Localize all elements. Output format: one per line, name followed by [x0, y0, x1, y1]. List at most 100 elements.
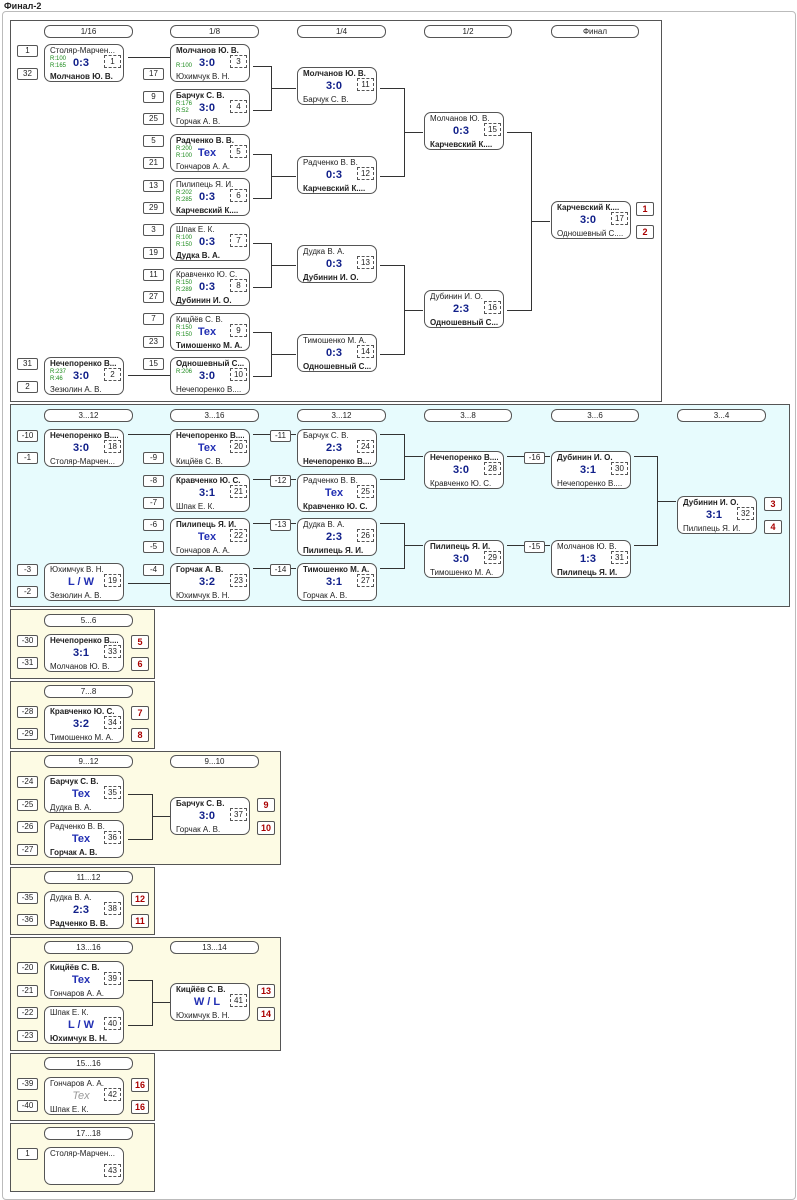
player-1: Молчанов Ю. В.	[303, 69, 366, 78]
match-card[interactable]: Кравченко Ю. С. 3:2 34 Тимошенко М. А.	[44, 705, 124, 743]
match-number: 15	[484, 123, 501, 136]
place-badge: 11	[131, 914, 149, 928]
player-2: Горчак А. В.	[176, 825, 221, 834]
match-card[interactable]: Кравченко Ю. С. R:150 R:289 0:3 8 Дубини…	[170, 268, 250, 306]
rating-1: R:237	[50, 369, 67, 375]
match-number: 39	[104, 972, 121, 985]
match-card[interactable]: Дудка В. А. 2:3 26 Пилипець Я. И.	[297, 518, 377, 556]
player-2: Гончаров А. А.	[176, 162, 230, 171]
match-card[interactable]: Нечепоренко В.... Tex 20 Кицйёв С. В.	[170, 429, 250, 467]
match-card[interactable]: Пилипець Я. И. 3:0 29 Тимошенко М. А.	[424, 540, 504, 578]
seed-box: -40	[17, 1100, 38, 1112]
match-score: 3:0	[453, 553, 469, 565]
match-card[interactable]: Одношевный С.... R:206 3:0 10 Нечепоренк…	[170, 357, 250, 395]
seed-box: -16	[524, 452, 545, 464]
rating-2: R:52	[176, 108, 189, 114]
match-card[interactable]: Барчук С. В. 2:3 24 Нечепоренко В....	[297, 429, 377, 467]
match-number: 25	[357, 485, 374, 498]
player-2: Юхимчук В. Н.	[50, 1034, 108, 1043]
seed-box: -2	[17, 586, 38, 598]
match-number: 23	[230, 574, 247, 587]
player-1: Кицйёв С. В.	[50, 963, 100, 972]
match-card[interactable]: Молчанов Ю. В. 1:3 31 Пилипець Я. И.	[551, 540, 631, 578]
seed-box: 23	[143, 336, 164, 348]
player-2: Карчевский К....	[430, 140, 493, 149]
match-card[interactable]: Радченко В. В. R:200 R:100 Tex 5 Гончаро…	[170, 134, 250, 172]
match-card[interactable]: Кравченко Ю. С. 3:1 21 Шпак Е. К.	[170, 474, 250, 512]
match-card[interactable]: Нечепоренко В.... 3:1 33 Молчанов Ю. В.	[44, 634, 124, 672]
seed-box: -13	[270, 519, 291, 531]
match-card[interactable]: Кицйёв С. В. Tex 39 Гончаров А. А.	[44, 961, 124, 999]
player-2: Дубинин И. О.	[176, 296, 232, 305]
match-card[interactable]: Гончаров А. А. Tex 42 Шпак Е. К.	[44, 1077, 124, 1115]
player-1: Кравченко Ю. С.	[50, 707, 115, 716]
match-card[interactable]: Барчук С. В. Tex 35 Дудка В. А.	[44, 775, 124, 813]
match-card[interactable]: Тимошенко М. А. 3:1 27 Горчак А. В.	[297, 563, 377, 601]
match-card[interactable]: Радченко В. В. 0:3 12 Карчевский К....	[297, 156, 377, 194]
seed-box: -30	[17, 635, 38, 647]
place-badge: 10	[257, 821, 275, 835]
player-1: Барчук С. В.	[176, 799, 225, 808]
place-badge: 5	[131, 635, 149, 649]
match-number: 28	[484, 462, 501, 475]
match-score: 0:3	[326, 169, 342, 181]
match-card[interactable]: Радченко В. В. Tex 36 Горчак А. В.	[44, 820, 124, 858]
player-2: Гончаров А. А.	[176, 546, 230, 555]
match-card[interactable]: Барчук С. В. R:176 R:52 3:0 4 Горчак А. …	[170, 89, 250, 127]
match-card[interactable]: Юхимчук В. Н. L / W 19 Зезюлин А. В.	[44, 563, 124, 601]
match-number: 26	[357, 529, 374, 542]
match-card[interactable]: Столяр-Марчен... 43	[44, 1147, 124, 1185]
seed-box: 32	[17, 68, 38, 80]
match-card[interactable]: Дубинин И. О. 3:1 30 Нечепоренко В....	[551, 451, 631, 489]
match-card[interactable]: Пилипець Я. И. R:202 R:285 0:3 6 Карчевс…	[170, 178, 250, 216]
match-card[interactable]: Молчанов Ю. В. 0:3 15 Карчевский К....	[424, 112, 504, 150]
seed-box: -15	[524, 541, 545, 553]
match-score: W / L	[193, 996, 221, 1008]
match-card[interactable]: Пилипець Я. И. Tex 22 Гончаров А. А.	[170, 518, 250, 556]
match-card[interactable]: Радченко В. В. Tex 25 Кравченко Ю. С.	[297, 474, 377, 512]
player-1: Барчук С. В.	[303, 431, 349, 440]
seed-box: -6	[143, 519, 164, 531]
place-badge: 12	[131, 892, 149, 906]
player-2: Одношевный С....	[430, 318, 498, 327]
match-card[interactable]: Шпак Е. К. R:100 R:150 0:3 7 Дудка В. А.	[170, 223, 250, 261]
match-number: 41	[230, 994, 247, 1007]
match-card[interactable]: Дудка В. А. 0:3 13 Дубинин И. О.	[297, 245, 377, 283]
match-number: 9	[230, 324, 247, 337]
match-number: 2	[104, 368, 121, 381]
round-header: 1/4	[297, 25, 386, 38]
match-number: 16	[484, 301, 501, 314]
match-score: Tex	[197, 326, 217, 338]
match-card[interactable]: Шпак Е. К. L / W 40 Юхимчук В. Н.	[44, 1006, 124, 1044]
match-card[interactable]: Дудка В. А. 2:3 38 Радченко В. В.	[44, 891, 124, 929]
match-card[interactable]: Столяр-Марчен... R:100 R:165 0:3 1 Молча…	[44, 44, 124, 82]
match-score: 3:0	[199, 810, 215, 822]
match-card[interactable]: Кицйёв С. В. W / L 41 Юхимчук В. Н.	[170, 983, 250, 1021]
match-card[interactable]: Тимошенко М. А. 0:3 14 Одношевный С....	[297, 334, 377, 372]
match-score: 3:0	[199, 57, 215, 69]
match-number: 7	[230, 234, 247, 247]
seed-box: 3	[143, 224, 164, 236]
match-card[interactable]: Карчевский К.... 3:0 17 Одношевный С....	[551, 201, 631, 239]
match-card[interactable]: Нечепоренко В... R:237 R:46 3:0 2 Зезюли…	[44, 357, 124, 395]
match-card[interactable]: Дубинин И. О. 3:1 32 Пилипець Я. И.	[677, 496, 757, 534]
seed-box: -20	[17, 962, 38, 974]
rating-1: R:206	[176, 369, 193, 375]
match-number: 30	[611, 462, 628, 475]
player-1: Тимошенко М. А.	[303, 565, 370, 574]
player-1: Нечепоренко В....	[50, 431, 118, 440]
match-card[interactable]: Молчанов Ю. В. 3:0 11 Барчук С. В.	[297, 67, 377, 105]
match-card[interactable]: Молчанов Ю. В. R:100 3:0 3 Юхимчук В. Н.	[170, 44, 250, 82]
match-card[interactable]: Барчук С. В. 3:0 37 Горчак А. В.	[170, 797, 250, 835]
match-score: 2:3	[326, 442, 342, 454]
match-card[interactable]: Кицйёв С. В. R:150 R:150 Tex 9 Тимошенко…	[170, 313, 250, 351]
match-card[interactable]: Горчак А. В. 3:2 23 Юхимчук В. Н.	[170, 563, 250, 601]
match-card[interactable]: Нечепоренко В.... 3:0 18 Столяр-Марчен..…	[44, 429, 124, 467]
rating-2: R:285	[176, 197, 193, 203]
match-number: 14	[357, 345, 374, 358]
player-1: Одношевный С....	[176, 359, 244, 368]
match-card[interactable]: Дубинин И. О. 2:3 16 Одношевный С....	[424, 290, 504, 328]
seed-box: 9	[143, 91, 164, 103]
match-card[interactable]: Нечепоренко В.... 3:0 28 Кравченко Ю. С.	[424, 451, 504, 489]
player-2: Одношевный С....	[557, 229, 624, 238]
